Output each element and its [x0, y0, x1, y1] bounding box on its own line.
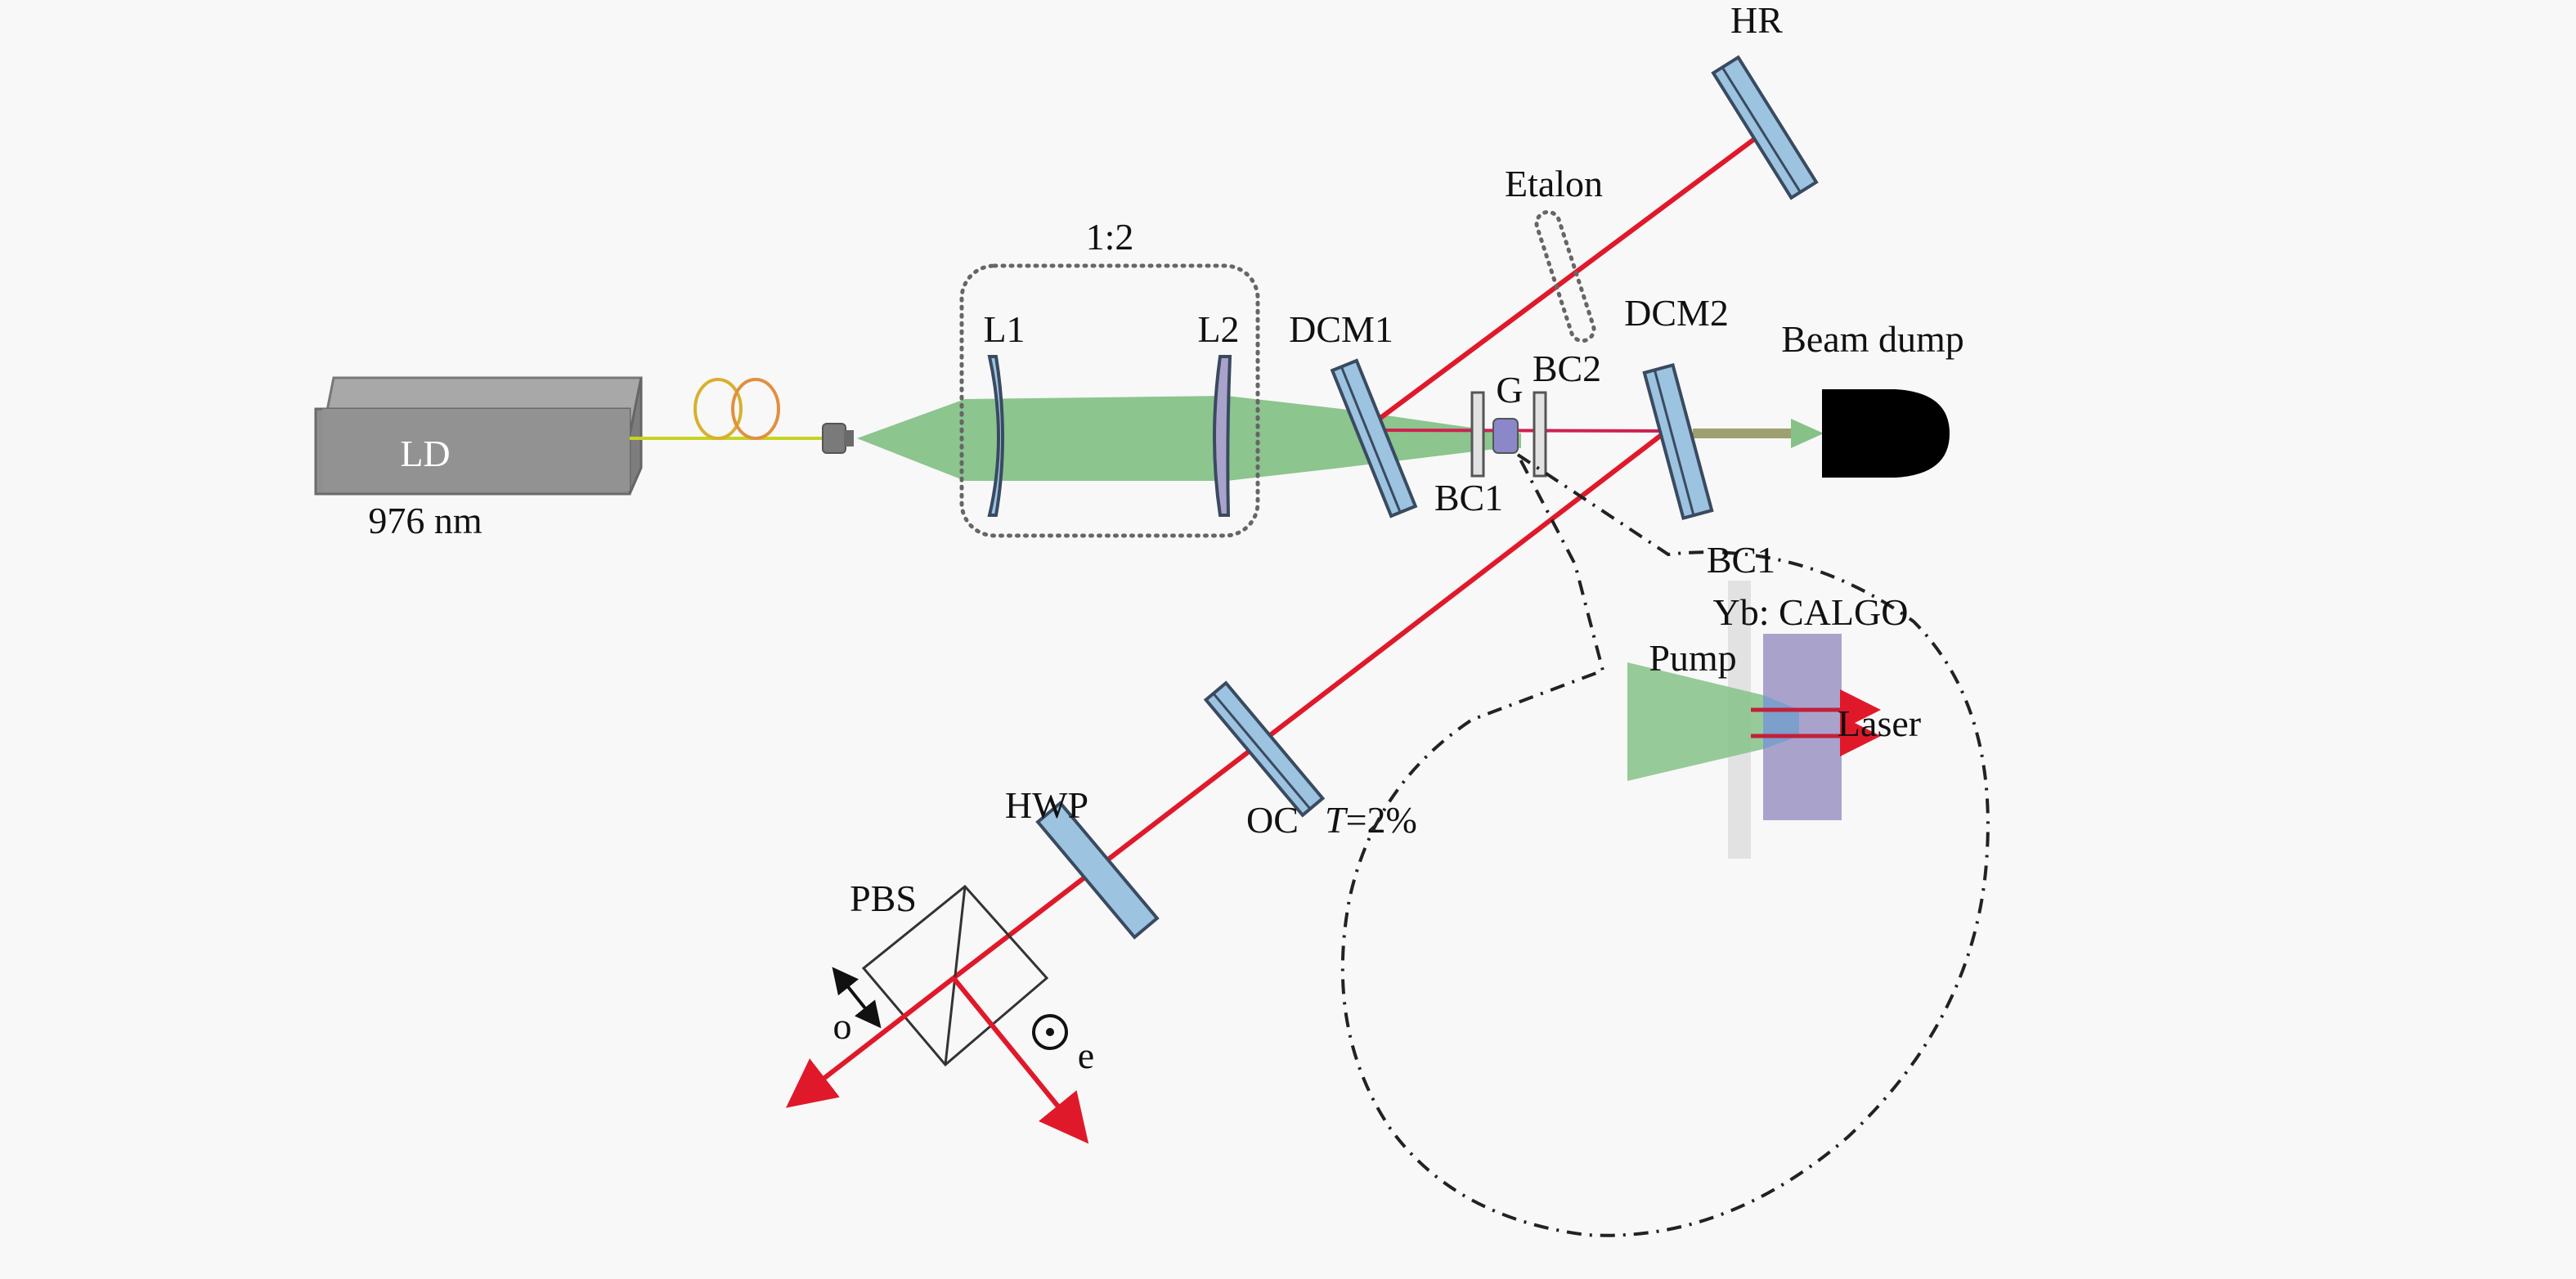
inset-pump-beam: [1627, 662, 1763, 781]
laser-diode-label: LD: [400, 433, 450, 474]
beam-dump-label: Beam dump: [1781, 318, 1964, 360]
brewster-plate-bc2: [1533, 391, 1547, 478]
lens-l1-label: L1: [983, 308, 1025, 350]
gain-medium-g-label: G: [1496, 369, 1523, 411]
half-wave-plate-label: HWP: [1005, 784, 1088, 826]
oc-transmission-label: T=2%: [1325, 799, 1417, 841]
fiber-coil: [630, 378, 828, 440]
lens-l2-label: L2: [1197, 308, 1239, 350]
residual-pump-arrow: [1791, 419, 1824, 448]
inset-pump-label: Pump: [1649, 637, 1736, 679]
brewster-plate-bc1-label: BC1: [1434, 477, 1503, 518]
beam-dump: [1822, 389, 1950, 478]
lens-l1: [987, 355, 1004, 517]
e-polarization-dot-icon: [1032, 1014, 1068, 1050]
pump-beam: [857, 396, 1521, 481]
gain-medium-g: [1492, 418, 1519, 454]
mirror-dcm2-label: DCM2: [1624, 292, 1729, 334]
oc-transmission-symbol: T: [1325, 799, 1349, 841]
laser-diode: LD: [314, 376, 643, 496]
fiber-collimator: [822, 423, 854, 454]
e-polarization-label: e: [1078, 1034, 1094, 1076]
pump-wavelength-label: 976 nm: [368, 500, 482, 541]
o-polarization-arrow-icon: [832, 967, 882, 1029]
mirror-dcm2: [1642, 363, 1714, 520]
etalon-label: Etalon: [1505, 163, 1603, 204]
output-coupler-label: OC: [1246, 799, 1299, 841]
telescope-ratio-label: 1:2: [1086, 216, 1134, 258]
oc-transmission-value: =2%: [1346, 799, 1417, 841]
laser-beam-dcm2-oc: [952, 429, 1668, 981]
half-wave-plate: [1035, 801, 1160, 940]
inset-crystal-label: Yb: CALGO: [1713, 591, 1909, 633]
inset-detail: [1627, 581, 1881, 859]
polarizing-beam-splitter: [861, 884, 1049, 1067]
inset-callout-outline: [1340, 453, 1990, 1237]
telescope-box: [959, 263, 1260, 538]
mirror-dcm1-label: DCM1: [1289, 308, 1393, 350]
inset-laser-label: Laser: [1838, 702, 1921, 744]
transmitted-beam-o: [786, 976, 955, 1108]
lens-l2: [1213, 355, 1232, 517]
output-coupler: [1203, 680, 1326, 818]
mirror-hr: [1711, 55, 1819, 200]
laser-beam-dcm1-hr: [1362, 135, 1758, 433]
inset-plate-label: BC1: [1707, 539, 1775, 581]
mirror-hr-label: HR: [1730, 0, 1783, 41]
reflected-beam-e: [951, 976, 1089, 1144]
etalon: [1534, 209, 1596, 343]
o-polarization-label: o: [833, 1005, 852, 1047]
brewster-plate-bc1: [1470, 391, 1485, 478]
mirror-dcm1: [1330, 358, 1418, 518]
brewster-plate-bc2-label: BC2: [1533, 348, 1601, 389]
pbs-label: PBS: [850, 877, 917, 919]
